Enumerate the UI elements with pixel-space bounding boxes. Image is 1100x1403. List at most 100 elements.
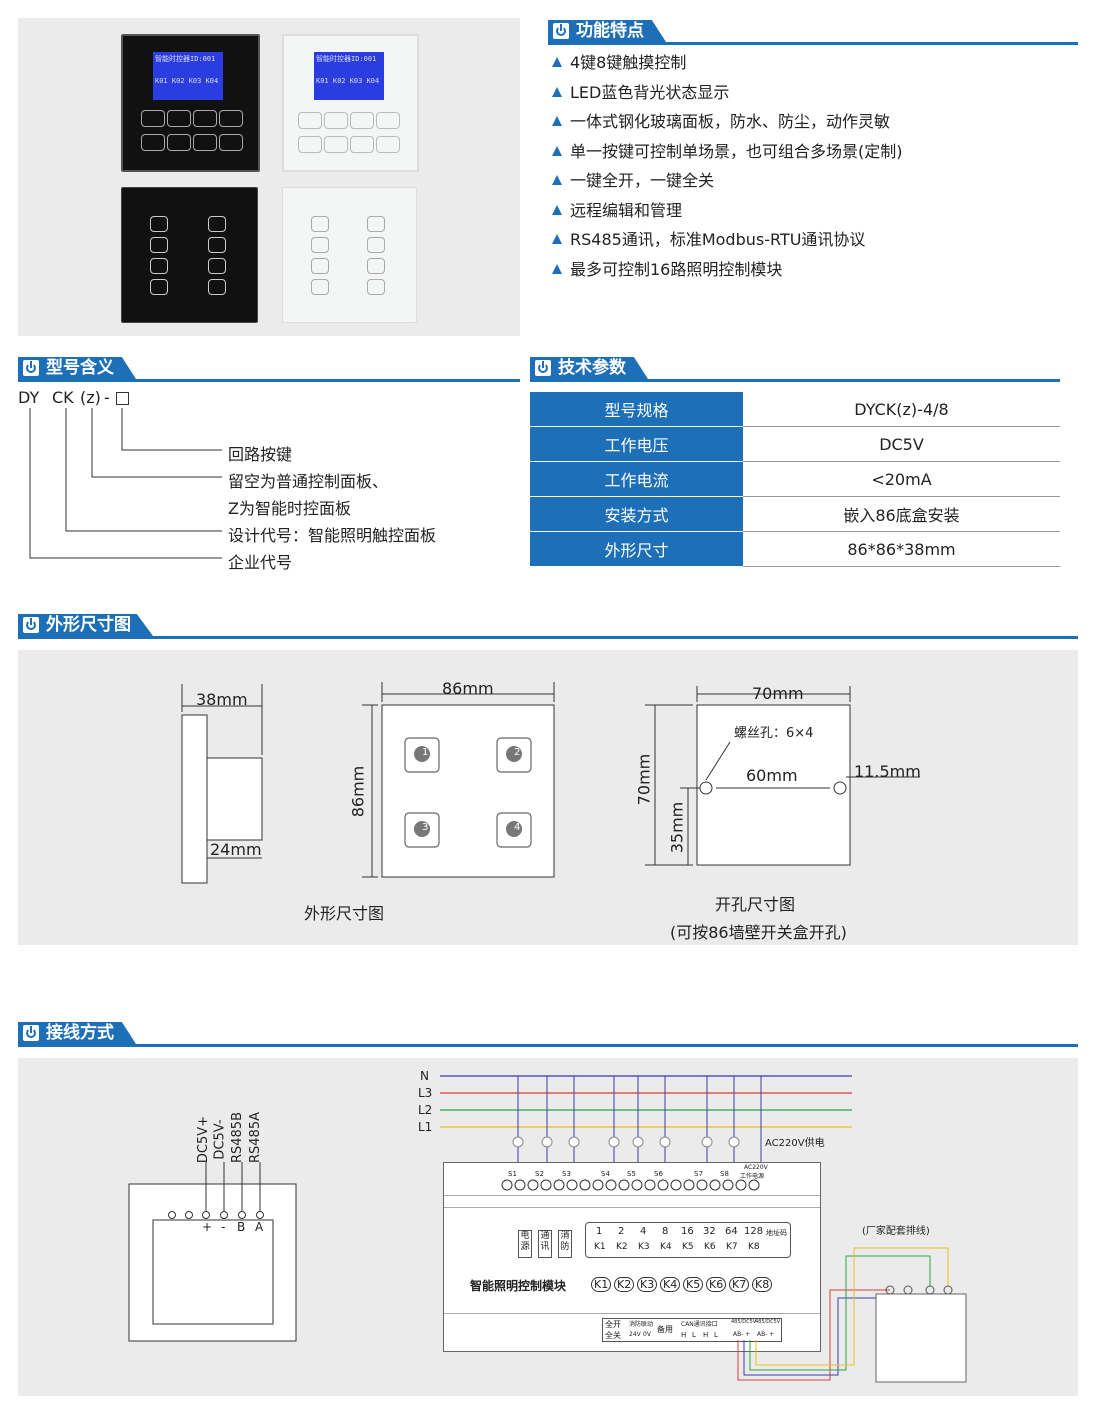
model-item: 留空为普通控制面板、 [228,472,389,491]
feature-item: 单一按键可控制单场景，也可组合多场景(定制) [552,142,903,162]
module-key[interactable]: K8 [752,1277,773,1292]
led-fire: 消防 [558,1230,572,1258]
dip-num: 16 [681,1226,694,1237]
module-key[interactable]: K6 [706,1277,727,1292]
black-lcd-panel: 智能时控器ID:001 K01 K02 K03 K04 [121,34,260,172]
dims-drawing [181,682,920,884]
term-dc5v-plus: DC5V+ [196,1115,212,1164]
wiring-title: 接线方式 [46,1023,114,1043]
dim-24: 24mm [210,840,262,859]
key-icon [367,258,385,274]
triangle-icon [552,205,562,215]
ac-small2: 工作电源 [740,1173,765,1180]
can-h: H [681,1331,687,1339]
line-l1: L1 [418,1120,433,1134]
dip-num: 2 [618,1226,625,1237]
module-key[interactable]: K2 [614,1277,635,1292]
all-on-label: 全开 [605,1320,621,1329]
s-label: S5 [627,1170,636,1178]
feature-text: 单一按键可控制单场景，也可组合多场景(定制) [570,142,903,161]
power-icon [23,360,39,376]
dip-num: 1 [596,1226,603,1237]
module-key[interactable]: K1 [591,1277,612,1292]
triangle-icon [552,87,562,97]
module-key[interactable]: K7 [729,1277,750,1292]
white-lcd-panel: 智能时控器ID:001 K01 K02 K03 K04 [282,34,419,172]
key-icon [167,134,191,151]
dip-key: K8 [748,1242,760,1252]
model-title: 型号含义 [46,358,114,378]
key-icon [324,136,348,153]
key-icon [193,110,217,127]
key-icon [208,216,226,232]
black-8key-panel [121,187,258,323]
feature-item: 4键8键触摸控制 [552,53,686,73]
feature-text: 一体式钢化玻璃面板，防水、防尘，动作灵敏 [570,112,891,131]
module-name: 智能照明控制模块 [470,1279,567,1293]
key-icon [208,237,226,253]
dip-num: 4 [640,1226,647,1237]
dims-header: 外形尺寸图 [18,614,1078,639]
triangle-icon [552,146,562,156]
module-key[interactable]: K5 [683,1277,704,1292]
key-icon [367,237,385,253]
bottom-terminal-block: 全开 全关 消防联动 24V 0V 备用 CAN通讯接口 H L H L 485… [602,1318,782,1342]
model-lines [29,408,222,559]
dip-key: K4 [660,1242,672,1252]
triangle-icon [552,234,562,244]
v0-label: 0V [643,1331,651,1338]
dip-key: K2 [616,1242,628,1252]
key-icon [311,258,329,274]
power-icon [23,1025,39,1041]
module-key[interactable]: K3 [637,1277,658,1292]
triangle-icon [552,57,562,67]
triangle-icon [552,264,562,274]
feature-text: LED蓝色背光状态显示 [570,83,730,102]
term-rs485a: RS485A [248,1112,263,1163]
term-dc5v-minus: DC5V- [212,1119,228,1160]
dims-title: 外形尺寸图 [46,615,131,635]
model-header: 型号含义 [18,357,520,382]
caption-cutout-note: (可按86墙壁开关盒开孔) [670,923,847,942]
specs-header: 技术参数 [530,357,1060,382]
spec-key: 型号规格 [530,392,743,427]
spec-key: 安装方式 [530,496,743,532]
s-label: S7 [694,1170,703,1178]
dim-35: 35mm [667,801,687,854]
spec-key: 外形尺寸 [530,531,743,567]
spec-key: 工作电流 [530,461,743,497]
mark-a: A [255,1220,264,1234]
key-icon [350,112,374,129]
key-icon [350,136,374,153]
key-icon [298,136,322,153]
white-8key-panel [282,187,417,323]
btn-num: 3 [422,822,429,833]
module-key[interactable]: K4 [660,1277,681,1292]
table-row: 安装方式嵌入86底盒安装 [530,496,1060,532]
dim-86-height: 86mm [348,765,368,818]
rs485-label: 485/DC5V [731,1319,757,1325]
key-icon [324,112,348,129]
mark-minus: - [221,1220,226,1234]
features-header: 功能特点 [548,20,1078,45]
feature-item: 最多可控制16路照明控制模块 [552,260,782,280]
s-label: S1 [508,1170,517,1178]
feature-text: RS485通讯，标准Modbus-RTU通讯协议 [570,230,866,249]
dim-60: 60mm [746,766,798,785]
led-power: 电源 [518,1230,532,1258]
dip-key: K6 [704,1242,716,1252]
caption-cutout: 开孔尺寸图 [715,895,796,914]
s-label: S4 [601,1170,610,1178]
can-l: L [692,1331,696,1339]
key-icon [150,258,168,274]
ac-small: AC220V [744,1164,768,1171]
model-item: 设计代号：智能照明触控面板 [228,526,437,545]
line-n: N [420,1069,429,1083]
can-h: H [703,1331,709,1339]
key-icon [311,216,329,232]
feature-item: 一体式钢化玻璃面板，防水、防尘，动作灵敏 [552,112,890,132]
dip-addr: 地址码 [766,1229,787,1237]
